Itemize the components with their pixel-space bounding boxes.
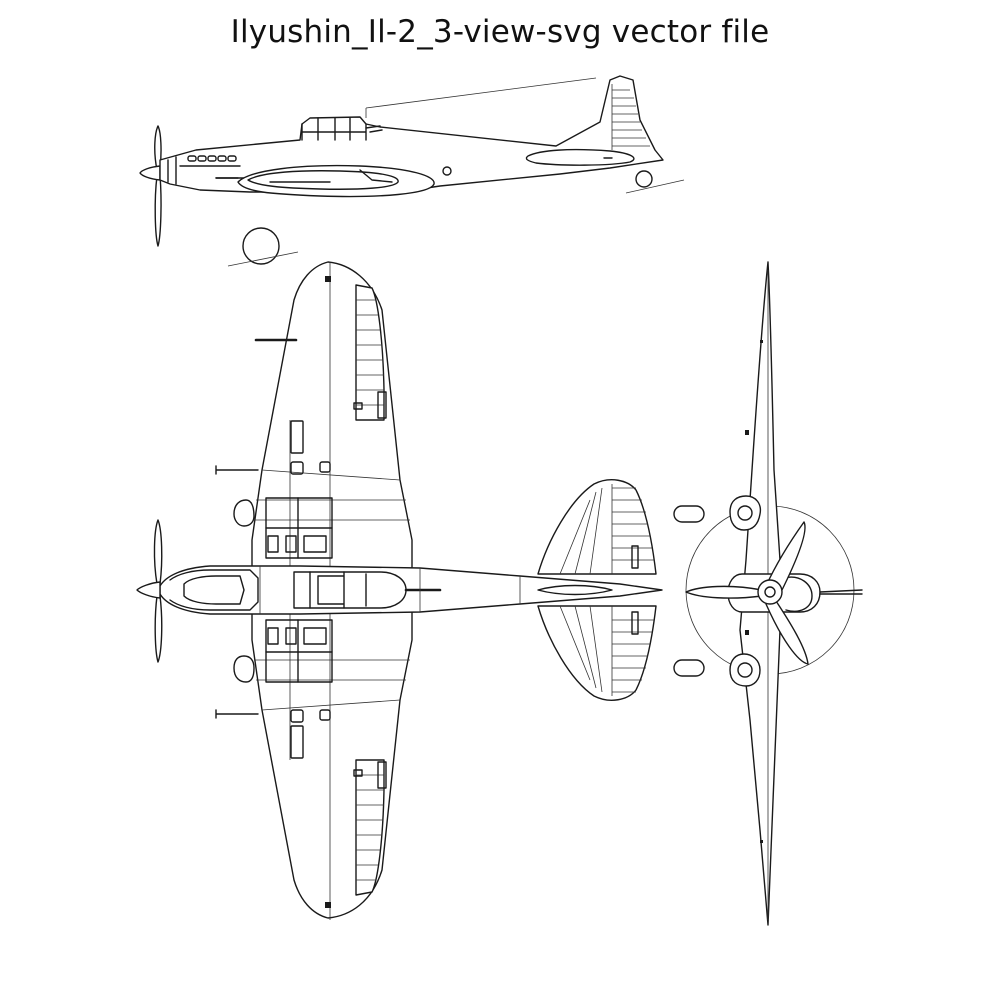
top-aileron-tab-left — [378, 392, 386, 418]
front-propeller-blade-2 — [766, 598, 808, 664]
top-gear-fairing-left — [234, 500, 254, 526]
side-spinner — [140, 166, 160, 180]
side-main-wheel — [243, 228, 279, 264]
front-propeller-blade-1 — [766, 522, 805, 594]
top-elevator-ribs — [560, 484, 654, 696]
side-fuselage-hatch — [443, 167, 451, 175]
top-wing-gun-left — [216, 466, 258, 474]
top-tail-fairing — [538, 586, 612, 595]
side-wing-inner — [248, 171, 398, 189]
front-cockpit-outline — [784, 577, 812, 611]
top-fuselage-panel-lines — [260, 566, 520, 614]
side-main-wheel-ground-line — [228, 252, 298, 266]
drawing-title: Ilyushin_Il-2_3-view-svg vector file — [230, 14, 770, 50]
top-canopy-frames — [310, 572, 366, 608]
side-exhaust-stacks — [188, 156, 236, 161]
side-antenna-wire — [366, 78, 596, 118]
front-nacelle-top — [730, 496, 760, 530]
front-nacelle-bottom — [730, 654, 760, 686]
front-gear-left — [674, 506, 704, 522]
top-canopy — [294, 572, 406, 608]
front-propeller-blade-3 — [686, 586, 762, 598]
top-spinner — [137, 582, 160, 598]
side-cowling-lines — [168, 157, 250, 184]
front-tail-fin — [820, 590, 862, 594]
top-propeller-blade-top — [154, 520, 161, 584]
top-cowling-inner — [184, 576, 244, 604]
top-wing-hatches — [291, 403, 362, 776]
side-canopy — [302, 118, 366, 140]
front-spinner-hub — [765, 587, 775, 597]
top-aileron-tab-right — [378, 762, 386, 788]
top-wingtip-light-left — [325, 276, 331, 282]
side-tailplane — [526, 150, 633, 166]
top-propeller-blade-bottom — [155, 596, 162, 662]
side-rear-gun — [366, 126, 382, 132]
top-elevator-tab-right — [632, 612, 638, 634]
top-aileron-left — [356, 285, 384, 420]
top-tailplane-left — [538, 480, 656, 574]
front-nacelle-top-inner — [738, 506, 752, 520]
top-elevator-tab-left — [632, 546, 638, 568]
side-rudder-ribs — [612, 84, 650, 150]
top-view — [137, 262, 662, 920]
side-propeller-blade-bottom — [155, 176, 161, 246]
front-gear-right — [674, 660, 704, 676]
side-wing — [238, 166, 434, 197]
side-flap-detail — [270, 170, 392, 182]
top-center-section — [266, 498, 332, 682]
side-tailwheel-ground-line — [626, 180, 684, 193]
top-wing-gun-right — [216, 710, 258, 718]
top-tailplane-right — [538, 606, 656, 700]
front-spinner — [758, 580, 782, 604]
top-engine-cowling — [170, 570, 258, 610]
front-nacelle-bottom-inner — [738, 663, 752, 677]
top-wingtip-light-right — [325, 902, 331, 908]
front-view — [674, 262, 862, 925]
front-wing-details — [745, 340, 763, 843]
side-view — [140, 76, 684, 266]
side-tailwheel — [636, 171, 652, 187]
top-aileron-ribs — [356, 300, 384, 880]
top-gear-fairing-right — [234, 656, 254, 682]
